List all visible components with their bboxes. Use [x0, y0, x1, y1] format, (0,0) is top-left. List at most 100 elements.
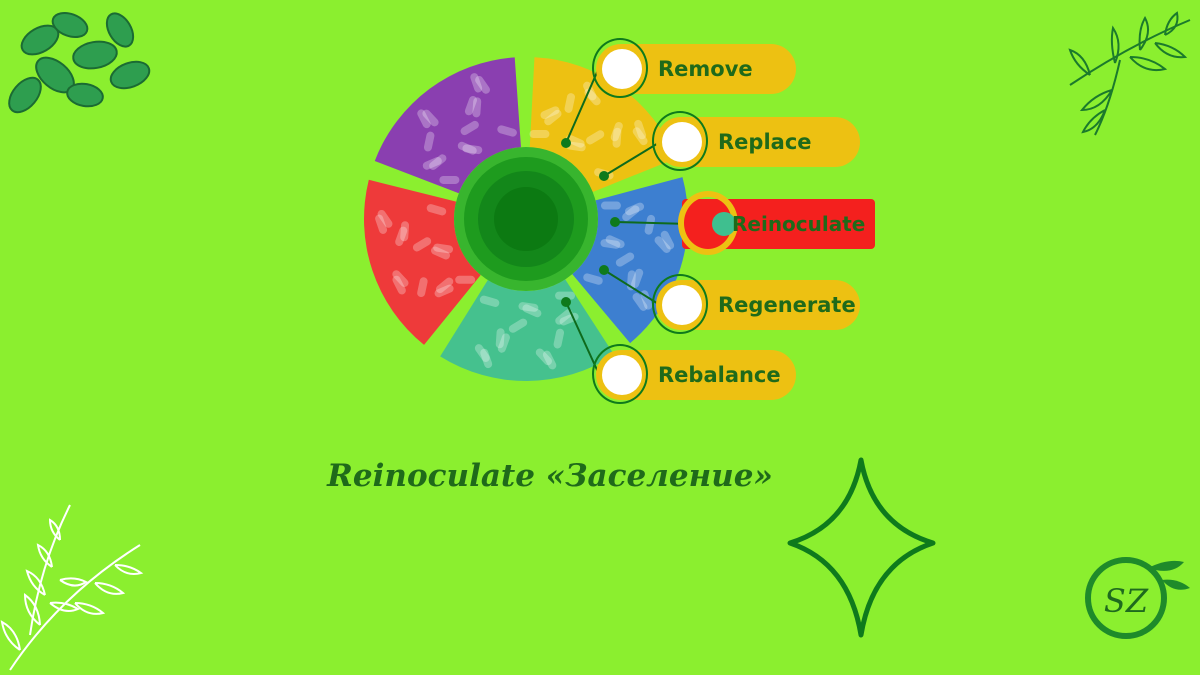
segment-red — [364, 179, 481, 345]
texture-mark — [564, 93, 575, 113]
texture-mark — [610, 121, 623, 142]
texture-mark — [497, 333, 510, 353]
texture-mark — [542, 350, 557, 370]
texture-mark — [439, 175, 460, 184]
connector-line — [603, 141, 661, 177]
texture-mark — [508, 318, 528, 333]
texture-mark — [412, 237, 432, 252]
texture-mark — [470, 73, 483, 93]
segment-yellow — [529, 57, 677, 193]
texture-mark — [529, 130, 550, 139]
texture-mark — [472, 97, 482, 118]
step-remove[interactable]: Remove — [592, 38, 796, 98]
texture-mark — [462, 144, 483, 155]
connector-dot — [561, 297, 571, 307]
texture-mark — [400, 221, 410, 242]
caption-title: Reinoculate «Заселение» — [327, 458, 773, 494]
texture-mark — [600, 201, 621, 210]
texture-mark — [583, 273, 603, 285]
texture-mark — [429, 154, 447, 170]
connector-lines — [561, 69, 691, 373]
texture-mark — [479, 295, 500, 307]
texture-mark — [422, 156, 442, 170]
texture-mark — [457, 141, 477, 155]
branch-icon-top-right — [1068, 11, 1191, 136]
texture-mark — [377, 209, 393, 228]
texture-mark — [634, 119, 647, 140]
texture-mark — [426, 204, 447, 216]
texture-mark — [460, 120, 479, 136]
texture-mark — [395, 226, 408, 246]
step-label: Replace — [718, 130, 812, 154]
connector-line — [565, 69, 599, 144]
texture-mark — [625, 202, 645, 216]
texture-mark — [553, 328, 565, 349]
texture-mark — [622, 205, 640, 221]
sz-logo-icon: SZ — [1085, 557, 1190, 639]
texture-mark — [392, 270, 409, 287]
texture-mark — [600, 239, 621, 249]
texture-mark — [480, 348, 493, 369]
segment-purple — [374, 57, 521, 194]
step-label: Remove — [658, 57, 753, 81]
step-knob — [662, 122, 702, 162]
texture-mark — [423, 131, 435, 152]
texture-mark — [544, 109, 562, 126]
leaf-cluster-icon — [8, 11, 151, 114]
step-ring — [592, 38, 648, 98]
texture-mark — [522, 304, 542, 318]
texture-mark — [632, 127, 648, 146]
texture-mark — [555, 309, 573, 325]
step-reinoculate[interactable]: Reinoculate — [678, 191, 875, 255]
texture-mark — [417, 109, 431, 129]
texture-mark — [433, 243, 454, 254]
step-label: Regenerate — [718, 293, 856, 317]
connector-line — [565, 301, 599, 373]
texture-mark — [555, 291, 576, 300]
texture-mark — [475, 75, 490, 94]
connector-line — [614, 221, 691, 225]
texture-mark — [474, 344, 490, 362]
texture-mark — [464, 96, 478, 116]
texture-mark — [375, 214, 388, 234]
step-knob — [602, 49, 642, 89]
texture-mark — [422, 109, 439, 127]
texture-mark — [654, 236, 671, 253]
fern-icon-bottom-left — [0, 504, 144, 671]
step-regenerate[interactable]: Regenerate — [652, 274, 860, 334]
texture-mark — [540, 106, 560, 120]
logo-text: SZ — [1104, 582, 1149, 620]
texture-mark — [417, 277, 428, 298]
texture-mark — [631, 268, 644, 288]
texture-mark — [565, 134, 585, 148]
step-replace[interactable]: Replace — [652, 111, 860, 171]
step-ring — [652, 274, 708, 334]
sparkle-star-icon — [787, 457, 936, 638]
step-ring — [652, 111, 708, 171]
connector-dot — [610, 217, 620, 227]
texture-mark — [497, 125, 517, 137]
texture-mark — [392, 275, 406, 295]
texture-mark — [632, 293, 648, 311]
step-rebalance[interactable]: Rebalance — [592, 344, 796, 404]
center-hub — [454, 147, 598, 291]
texture-mark — [605, 235, 625, 249]
wheel-segments — [364, 57, 688, 382]
texture-mark — [559, 312, 579, 326]
texture-mark — [434, 284, 454, 298]
texture-mark — [435, 277, 454, 294]
texture-mark — [518, 302, 539, 312]
step-knob — [712, 212, 736, 236]
texture-mark — [495, 328, 505, 349]
connector-line — [603, 269, 661, 306]
texture-mark — [535, 348, 552, 366]
connector-dot — [599, 171, 609, 181]
texture-mark — [644, 214, 656, 235]
texture-mark — [615, 252, 635, 267]
connector-dot — [561, 138, 571, 148]
step-label: Reinoculate — [732, 212, 866, 236]
step-label: Rebalance — [658, 363, 781, 387]
texture-mark — [455, 275, 476, 284]
